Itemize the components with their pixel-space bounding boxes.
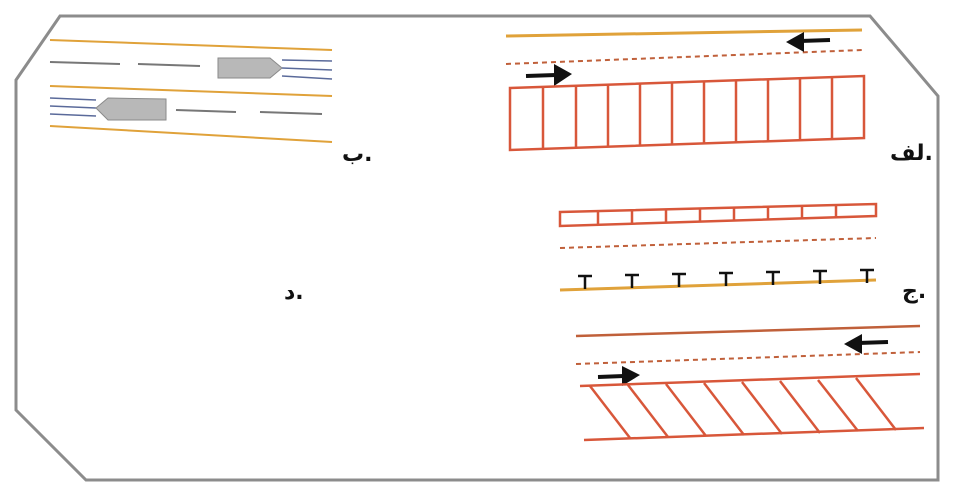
dal-dashed-center <box>575 351 921 365</box>
be-dashed-2 <box>175 109 323 115</box>
label-be: ب. <box>342 142 373 167</box>
jim-baseline <box>559 278 877 292</box>
be-dashed-1 <box>49 61 201 67</box>
arrow-left-icon <box>844 334 889 354</box>
jim-t-markers <box>578 268 874 289</box>
label-dal: د. <box>284 280 304 305</box>
dal-hatch <box>579 372 925 442</box>
arrow-right-icon <box>525 64 572 86</box>
alef-crosswalk <box>508 74 866 152</box>
dal-road-top <box>575 324 921 338</box>
jim-ladder <box>558 202 878 228</box>
frame-border <box>14 14 940 482</box>
be-edge-1 <box>49 39 333 51</box>
label-alef: لف. <box>890 141 933 166</box>
be-island-1 <box>217 57 283 79</box>
arrow-right-icon <box>597 366 640 386</box>
arrow-left-icon <box>786 32 831 52</box>
be-island-2 <box>95 97 167 121</box>
jim-dashed <box>559 237 877 249</box>
be-edge-3 <box>49 125 333 143</box>
be-edge-2 <box>49 85 333 97</box>
alef-road-top <box>505 28 863 38</box>
label-jim: ج. <box>902 279 927 304</box>
